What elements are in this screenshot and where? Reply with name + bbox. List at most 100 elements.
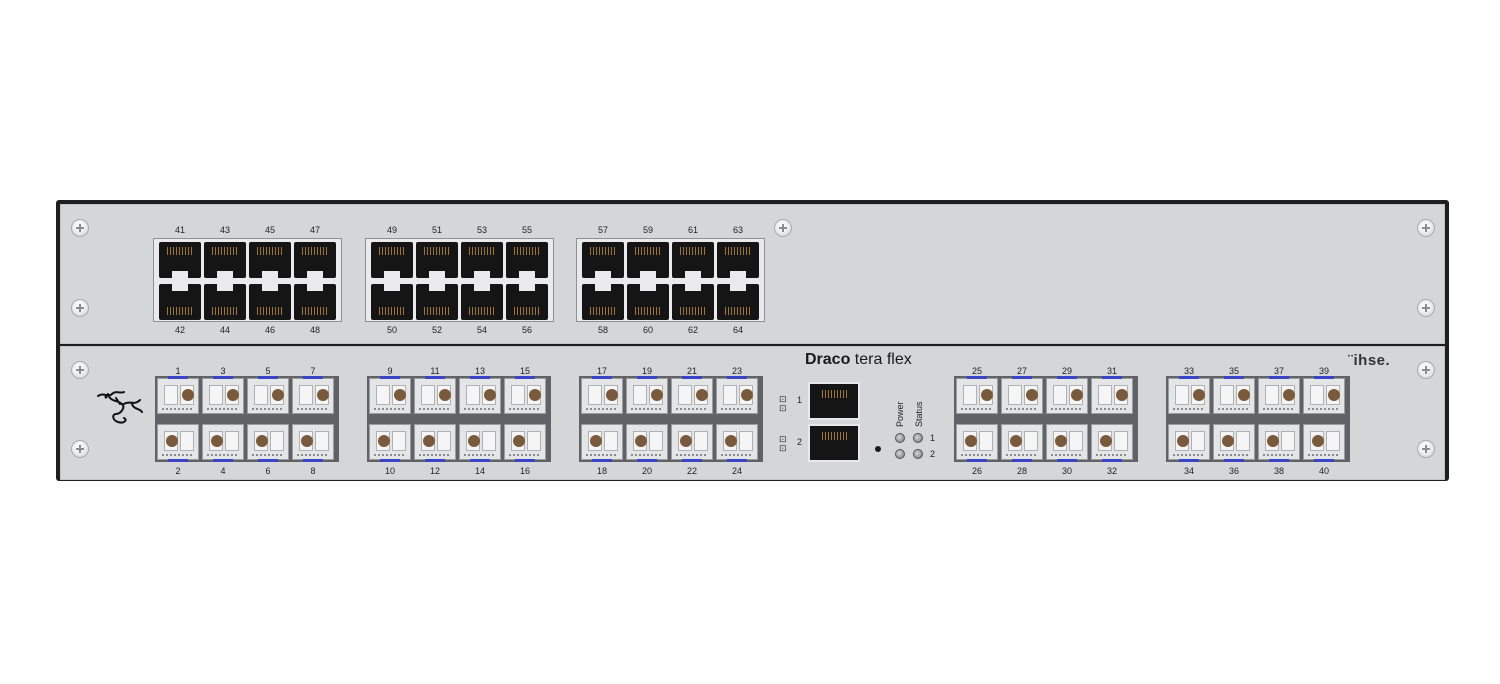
sfp-port[interactable] bbox=[157, 376, 199, 414]
led-row-label: 2 bbox=[930, 449, 936, 459]
screw-icon bbox=[71, 440, 89, 458]
rj45-port[interactable] bbox=[294, 284, 336, 320]
rj45-port[interactable] bbox=[506, 242, 548, 278]
sfp-label-strip bbox=[1218, 408, 1250, 410]
rj45-port[interactable] bbox=[294, 242, 336, 278]
rj45-port[interactable] bbox=[249, 284, 291, 320]
screw-icon bbox=[1417, 219, 1435, 237]
port-pins bbox=[822, 432, 848, 440]
sfp-port[interactable] bbox=[202, 424, 244, 462]
sfp-port[interactable] bbox=[247, 424, 289, 462]
rj45-port[interactable] bbox=[627, 284, 669, 320]
sfp-port[interactable] bbox=[459, 424, 501, 462]
rj45-port[interactable] bbox=[416, 284, 458, 320]
sfp-port[interactable] bbox=[414, 424, 456, 462]
sfp-port[interactable] bbox=[626, 376, 668, 414]
sfp-port[interactable] bbox=[157, 424, 199, 462]
sfp-port[interactable] bbox=[671, 376, 713, 414]
rj45-port[interactable] bbox=[159, 284, 201, 320]
rj45-port[interactable] bbox=[159, 242, 201, 278]
sfp-port[interactable] bbox=[626, 424, 668, 462]
port-pins bbox=[469, 247, 495, 255]
rj45-port[interactable] bbox=[672, 284, 714, 320]
sfp-port[interactable] bbox=[581, 376, 623, 414]
sfp-port[interactable] bbox=[202, 376, 244, 414]
rj45-port[interactable] bbox=[627, 242, 669, 278]
sfp-port[interactable] bbox=[1046, 376, 1088, 414]
sfp-port[interactable] bbox=[414, 376, 456, 414]
sfp-port[interactable] bbox=[1258, 376, 1300, 414]
sfp-label-strip bbox=[509, 454, 541, 456]
port-pins bbox=[257, 307, 283, 315]
fiber-ferrule bbox=[1328, 389, 1340, 401]
rj45-port[interactable] bbox=[204, 284, 246, 320]
mgmt-port-2[interactable] bbox=[808, 424, 860, 462]
port-number: 23 bbox=[731, 366, 742, 376]
sfp-port[interactable] bbox=[1091, 376, 1133, 414]
rj45-port[interactable] bbox=[371, 242, 413, 278]
sfp-port[interactable] bbox=[716, 376, 758, 414]
port-number: 42 bbox=[174, 325, 185, 335]
sfp-port[interactable] bbox=[369, 376, 411, 414]
port-number: 18 bbox=[596, 466, 607, 476]
sfp-pull-tab bbox=[258, 459, 278, 462]
sfp-port[interactable] bbox=[1303, 376, 1345, 414]
rj45-port[interactable] bbox=[461, 242, 503, 278]
fiber-ferrule bbox=[696, 389, 708, 401]
port-latch bbox=[172, 271, 188, 278]
sfp-port[interactable] bbox=[1258, 424, 1300, 462]
sfp-port[interactable] bbox=[671, 424, 713, 462]
lc-connector bbox=[649, 431, 663, 451]
rj45-port[interactable] bbox=[249, 242, 291, 278]
sfp-pull-tab bbox=[682, 376, 702, 379]
rj45-port[interactable] bbox=[582, 242, 624, 278]
sfp-port[interactable] bbox=[1001, 424, 1043, 462]
sfp-port[interactable] bbox=[956, 376, 998, 414]
sfp-port[interactable] bbox=[956, 424, 998, 462]
port-pins bbox=[469, 307, 495, 315]
sfp-port[interactable] bbox=[459, 376, 501, 414]
port-latch bbox=[474, 284, 490, 291]
rj45-port[interactable] bbox=[582, 284, 624, 320]
sfp-port[interactable] bbox=[504, 424, 546, 462]
sfp-label-strip bbox=[721, 408, 753, 410]
sfp-port[interactable] bbox=[1213, 376, 1255, 414]
rj45-port[interactable] bbox=[371, 284, 413, 320]
power-led-2 bbox=[895, 449, 905, 459]
rj45-port[interactable] bbox=[672, 242, 714, 278]
sfp-port[interactable] bbox=[581, 424, 623, 462]
port-number: 40 bbox=[1318, 466, 1329, 476]
port-number: 5 bbox=[265, 366, 271, 376]
sfp-pull-tab bbox=[592, 376, 612, 379]
lc-connector bbox=[723, 385, 737, 405]
port-number: 45 bbox=[264, 225, 275, 235]
sfp-port[interactable] bbox=[1168, 424, 1210, 462]
sfp-port[interactable] bbox=[716, 424, 758, 462]
lc-connector bbox=[270, 431, 284, 451]
sfp-port[interactable] bbox=[1303, 424, 1345, 462]
rj45-port[interactable] bbox=[717, 284, 759, 320]
sfp-port[interactable] bbox=[1046, 424, 1088, 462]
rj45-port[interactable] bbox=[416, 242, 458, 278]
sfp-port[interactable] bbox=[292, 424, 334, 462]
sfp-port[interactable] bbox=[1168, 376, 1210, 414]
rj45-port[interactable] bbox=[506, 284, 548, 320]
reset-button[interactable] bbox=[875, 446, 881, 452]
rj45-port[interactable] bbox=[204, 242, 246, 278]
rj45-port[interactable] bbox=[461, 284, 503, 320]
sfp-port[interactable] bbox=[247, 376, 289, 414]
sfp-port[interactable] bbox=[369, 424, 411, 462]
sfp-port[interactable] bbox=[292, 376, 334, 414]
sfp-port[interactable] bbox=[1001, 376, 1043, 414]
rj45-port[interactable] bbox=[717, 242, 759, 278]
port-latch bbox=[519, 284, 535, 291]
mgmt-port-1[interactable] bbox=[808, 382, 860, 420]
sfp-pull-tab bbox=[727, 459, 747, 462]
sfp-port[interactable] bbox=[1091, 424, 1133, 462]
fiber-ferrule bbox=[651, 389, 663, 401]
port-number: 32 bbox=[1106, 466, 1117, 476]
lc-connector bbox=[1098, 385, 1112, 405]
sfp-port[interactable] bbox=[504, 376, 546, 414]
fiber-ferrule bbox=[1283, 389, 1295, 401]
sfp-port[interactable] bbox=[1213, 424, 1255, 462]
